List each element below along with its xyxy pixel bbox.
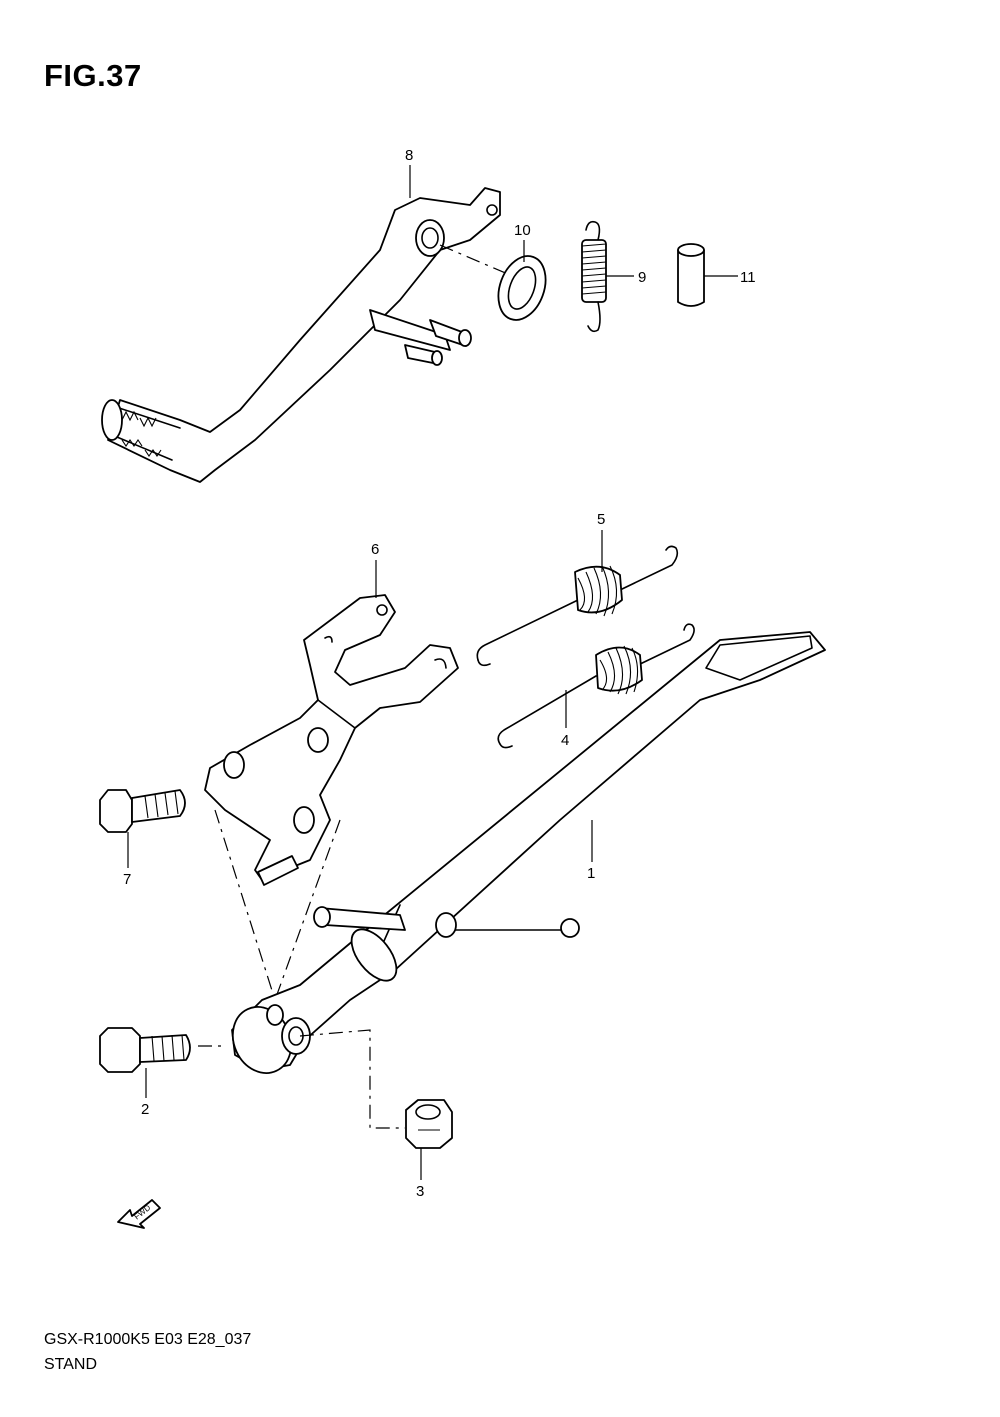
callout-11: 11 — [740, 269, 756, 286]
model-code: GSX-R1000K5 E03 E28_037 — [44, 1331, 252, 1348]
callout-5: 5 — [597, 511, 605, 528]
callout-8: 8 — [405, 147, 413, 164]
figure-title: FIG.37 — [44, 58, 142, 93]
washer — [497, 255, 547, 321]
stand-spring-outer — [476, 545, 679, 667]
collar — [677, 243, 705, 307]
stand-bracket — [204, 594, 459, 886]
callout-9: 9 — [638, 269, 646, 286]
fwd-arrow — [117, 1199, 161, 1229]
pivot-nut — [405, 1099, 453, 1149]
brake-pedal — [101, 187, 501, 483]
bracket-bolt — [99, 789, 186, 833]
callout-10: 10 — [514, 222, 531, 239]
callout-3: 3 — [416, 1183, 424, 1200]
pivot-bolt — [99, 1027, 191, 1073]
callout-6: 6 — [371, 541, 379, 558]
callout-2: 2 — [141, 1101, 149, 1118]
side-stand — [231, 631, 826, 1074]
pedal-spring — [581, 220, 607, 333]
callout-7: 7 — [123, 871, 131, 888]
callout-1: 1 — [587, 865, 595, 882]
callout-4: 4 — [561, 732, 569, 749]
section-name: STAND — [44, 1356, 98, 1373]
stand-spring-inner — [497, 623, 695, 749]
